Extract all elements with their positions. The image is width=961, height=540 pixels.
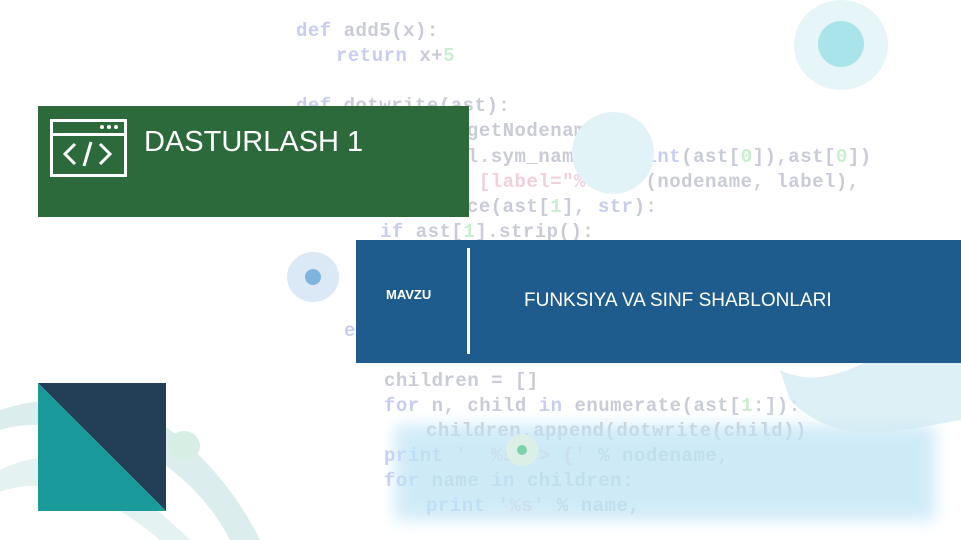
corner-triangle-graphic bbox=[38, 383, 166, 511]
topic-box: MAVZU FUNKSIYA VA SINF SHABLONLARI bbox=[356, 240, 961, 363]
decorative-circle-bottom-inner bbox=[517, 445, 527, 455]
topic-divider bbox=[467, 248, 470, 354]
decorative-circle-bottom-left bbox=[168, 431, 200, 461]
decorative-circle-left-inner bbox=[305, 269, 321, 285]
topic-title: FUNKSIYA VA SINF SHABLONLARI bbox=[524, 290, 832, 311]
topic-label: MAVZU bbox=[386, 287, 432, 302]
code-window-icon bbox=[50, 119, 127, 177]
course-title: DASTURLASH 1 bbox=[144, 126, 364, 158]
course-title-box: DASTURLASH 1 bbox=[38, 106, 469, 217]
decorative-circle-top-right-inner bbox=[818, 21, 864, 67]
decorative-circle-mid bbox=[572, 112, 654, 194]
